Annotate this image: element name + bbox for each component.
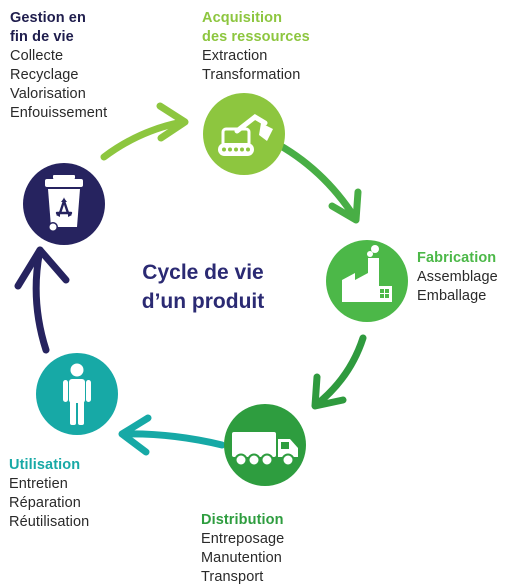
arrow-to-utilisation xyxy=(120,430,226,449)
stage-distribution-item: Manutention xyxy=(201,550,282,566)
stage-distribution-circle xyxy=(224,404,306,486)
person-icon xyxy=(63,363,91,425)
stage-fabrication-title: Fabrication xyxy=(417,250,497,266)
stage-acquisition-label: Acquisition des ressources Extraction Tr… xyxy=(202,9,310,85)
stage-acquisition-circle xyxy=(203,93,285,175)
arrow-to-distribution xyxy=(312,334,367,409)
stage-acquisition-item: Extraction xyxy=(202,48,268,64)
stage-utilisation-label: Utilisation Entretien Réparation Réutili… xyxy=(9,456,89,532)
arrowhead-to-distribution xyxy=(311,373,347,410)
stage-distribution-item: Entreposage xyxy=(201,531,285,547)
arrowhead-to-fabrication xyxy=(328,188,362,224)
truck-icon xyxy=(232,432,298,467)
stage-distribution-title: Distribution xyxy=(201,512,284,528)
arrow-to-fin-de-vie xyxy=(32,246,50,354)
stage-distribution-item: Transport xyxy=(201,569,264,585)
stage-fin-de-vie-item: Recyclage xyxy=(10,67,79,83)
stage-fabrication-label: Fabrication Assemblage Emballage xyxy=(417,249,498,306)
stage-acquisition-title-2: des ressources xyxy=(202,29,310,45)
arrow-to-acquisition xyxy=(100,118,187,161)
stage-utilisation-item: Entretien xyxy=(9,476,68,492)
stage-acquisition-title-1: Acquisition xyxy=(202,10,283,26)
cycle-title-line-2: d’un produit xyxy=(141,290,265,313)
arrowhead-to-utilisation xyxy=(118,414,152,456)
cycle-title: Cycle de vie d’un produit xyxy=(118,258,288,316)
stage-fin-de-vie-item: Valorisation xyxy=(10,86,86,102)
arrowhead-to-acquisition xyxy=(156,102,189,142)
stage-fin-de-vie-title-2: fin de vie xyxy=(10,29,74,45)
stage-fin-de-vie-item: Enfouissement xyxy=(10,105,108,121)
excavator-icon xyxy=(218,113,273,156)
stage-distribution-label: Distribution Entreposage Manutention Tra… xyxy=(201,511,284,587)
stage-fabrication-item: Emballage xyxy=(417,288,487,304)
factory-icon xyxy=(342,245,392,302)
stage-utilisation-title: Utilisation xyxy=(9,457,81,473)
arrowhead-to-fin-de-vie xyxy=(14,246,70,290)
stage-utilisation-circle xyxy=(36,353,118,435)
stage-fin-de-vie-item: Collecte xyxy=(10,48,64,64)
recycling-bin-icon xyxy=(45,175,83,232)
stage-fin-de-vie-title-1: Gestion en xyxy=(10,10,86,26)
stage-utilisation-item: Réparation xyxy=(9,495,81,511)
stage-fabrication-circle xyxy=(326,240,408,322)
cycle-title-line-1: Cycle de vie xyxy=(142,261,264,284)
stage-fin-de-vie-circle xyxy=(23,163,105,245)
stage-fabrication-item: Assemblage xyxy=(417,269,498,285)
stage-utilisation-item: Réutilisation xyxy=(9,514,90,530)
stage-fin-de-vie-label: Gestion en fin de vie Collecte Recyclage… xyxy=(10,9,107,123)
stage-acquisition-item: Transformation xyxy=(202,67,301,83)
